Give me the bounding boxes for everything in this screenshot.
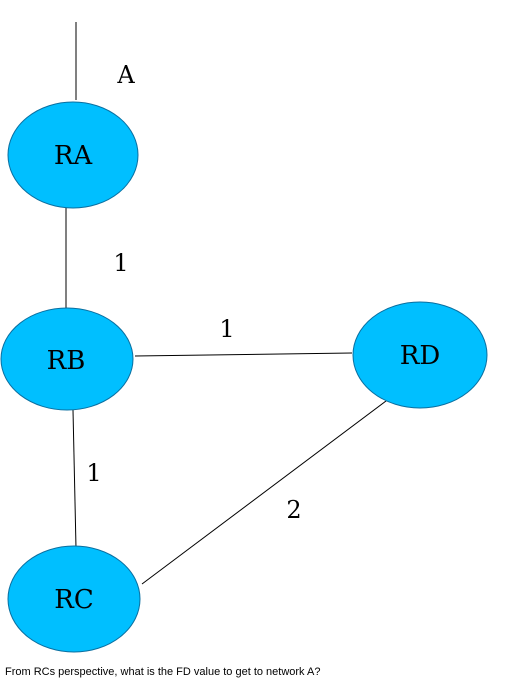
link-rb-rd xyxy=(134,352,353,357)
network-a-label: A xyxy=(116,61,135,89)
question-text: From RCs perspective, what is the FD val… xyxy=(5,666,321,678)
cost-ra-rb-label: 1 xyxy=(113,249,128,277)
cost-rb-rc-label: 1 xyxy=(86,459,101,487)
router-rc: RC xyxy=(7,545,141,653)
router-rb-label: RB xyxy=(47,346,86,376)
router-rd-label: RD xyxy=(400,341,440,371)
router-rb: RB xyxy=(0,307,134,411)
link-rb-rc xyxy=(72,409,77,549)
cost-rb-rd-label: 1 xyxy=(219,315,234,343)
cost-rc-rd-label: 2 xyxy=(286,496,301,524)
router-ra-label: RA xyxy=(54,141,94,171)
router-rc-label: RC xyxy=(54,585,93,615)
router-rd: RD xyxy=(352,301,488,409)
router-ra: RA xyxy=(7,101,139,209)
link-rc-rd xyxy=(141,397,391,585)
